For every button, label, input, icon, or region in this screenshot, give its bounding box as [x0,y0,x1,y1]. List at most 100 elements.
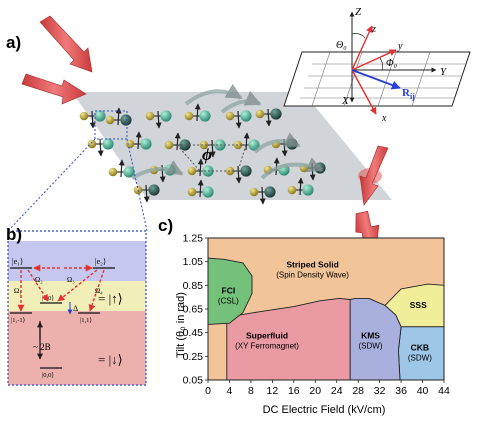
lattice-plane [72,92,392,200]
molecule [79,110,106,129]
x-tick-label: 0 [205,385,211,397]
molecule [125,131,152,150]
x-tick-label: 24 [331,385,343,397]
spin-arrow [143,184,150,203]
phase-sublabel: (SDW) [359,342,383,351]
atom-dark [270,108,282,120]
panel-b: b) |e₁⟩ |e₂⟩ |1,-1⟩ |1,0⟩ |1,1⟩ |0,0⟩ Ω₁… [6,225,147,386]
phase-label: KMS [361,331,380,341]
atom-teal [123,166,135,178]
spin-arrow [197,158,204,177]
spin-arrow [235,110,242,129]
theta-label: Θ₀ [336,40,347,51]
level-m1: |1,-1⟩ [11,316,26,324]
laser-beam-left [21,73,87,105]
axis-z-label: z [371,24,376,35]
zoom-line-left [7,138,96,232]
rabi-couplings [17,264,105,312]
atom-teal [199,110,211,122]
axis-X-label: X [341,95,350,107]
splitting-label: ~ 2B [33,342,51,352]
spin-arrow [297,177,304,196]
molecule [249,186,276,205]
molecule [108,159,135,178]
x-tick-label: 32 [374,385,386,397]
coordinate-inset: Z Θ₀ z y Φ₀ Y X x Rij [283,6,471,124]
spin-arrow [194,103,201,122]
atom-gold [184,111,194,121]
panel-b-label: b) [6,225,22,244]
phase-label: SSS [410,300,427,310]
molecule [187,179,214,198]
axis-Z-label: Z [355,6,362,18]
molecule [225,110,252,129]
band-excited [8,241,146,281]
spin-arrow [197,179,204,198]
spin-arrow [118,159,125,178]
atom-gold [249,187,259,197]
molecule [87,138,114,157]
y-tick-label: 0.25 [183,351,204,363]
level-e1: |e₁⟩ [12,257,23,266]
up-state-label: = |↑⟩ [98,291,123,306]
omega-4: Ω₄ [95,287,103,295]
atom-teal [302,184,314,196]
phase-sublabel: (SDW) [408,353,432,362]
level-e2: |e₂⟩ [95,257,106,266]
phase-label: FCI [222,286,236,296]
level-g: |0,0⟩ [42,371,54,379]
phase-label: Striped Solid [286,260,338,270]
spin-arrow [243,132,250,151]
atom-gold [225,111,235,121]
molecule [255,108,282,127]
x-tick-label: 4 [227,385,233,397]
y-tick-label: 0.65 [183,304,204,316]
y-tick-label: 0.85 [183,280,204,292]
spin-arrow [115,107,122,126]
y-axis-label: Tilt (θ₀ in rad) [175,292,187,358]
laser-beam-top-left [39,15,93,73]
phase-region-fci [207,257,253,325]
y-tick-label: 1.25 [183,233,204,245]
spin-arrow [265,108,272,127]
rij-label: Rij [402,87,415,101]
atom-gold [87,139,97,149]
atom-teal [202,186,214,198]
atom-dark [148,184,160,196]
phase-sublabel: (CSL) [218,297,239,306]
atom-gold [187,187,197,197]
atom-gold [105,115,115,125]
zoom-selection-box [94,110,128,140]
atom-teal [102,138,114,150]
phase-region-kms [349,297,402,381]
x-axis-label: DC Electric Field (kV/cm) [263,404,386,416]
phase-label: CKB [411,342,429,352]
spin-arrow [97,138,104,157]
axis-x-label: x [381,113,387,124]
phi-label: Φ₀ [386,58,398,69]
atom-teal [248,139,260,151]
hopping-arrows [131,83,324,180]
spin-arrow [89,110,96,129]
panel-a-label: a) [6,33,21,52]
x-tick-label: 16 [288,385,300,397]
energy-levels [10,267,115,369]
atom-gold [125,139,135,149]
band-down [8,311,146,385]
panel-c-label: c) [158,216,173,235]
x-tick-label: 44 [438,385,450,397]
molecule [105,107,132,126]
atom-gold [187,166,197,176]
atom-gold [287,185,297,195]
atom-gold [108,167,118,177]
atom-teal [240,110,252,122]
phi-symbol: ϕ [202,145,212,164]
atom-gold [164,140,174,150]
level-p1: |1,1⟩ [80,316,92,324]
x-tick-label: 36 [395,385,407,397]
x-tick-label: 20 [309,385,321,397]
